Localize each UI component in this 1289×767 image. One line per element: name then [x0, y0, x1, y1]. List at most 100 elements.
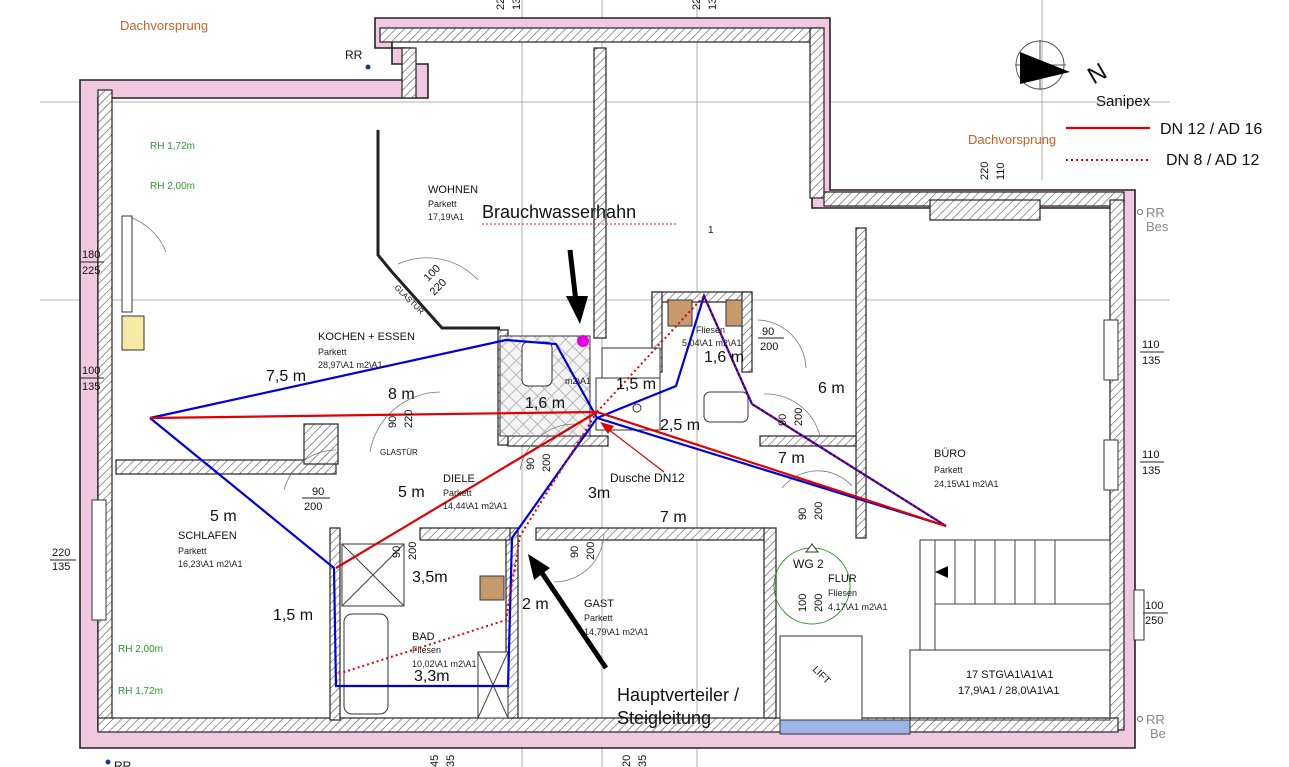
buero-wc-bath	[703, 391, 749, 423]
dachvorsprung-right: Dachvorsprung	[968, 132, 1056, 147]
wg2-label: WG 2	[793, 557, 824, 571]
lift-floor-hatch	[779, 719, 911, 735]
svg-text:90: 90	[777, 414, 789, 426]
wc-toilet	[521, 341, 553, 387]
windows	[91, 215, 1145, 641]
room-kochen: KOCHEN + ESSEN Parkett 28,97\A1 m2\A1	[318, 331, 415, 370]
room-buero: BÜRO Parkett 24,15\A1 m2\A1	[934, 448, 999, 489]
svg-text:90: 90	[312, 486, 324, 498]
svg-text:17 STG\A1\A1\A1: 17 STG\A1\A1\A1	[966, 669, 1053, 681]
svg-text:17,19\A1: 17,19\A1	[428, 212, 464, 222]
room-wc: Fliesen 5,04\A1 m2\A1	[682, 325, 742, 348]
legend-brand: Sanipex	[1096, 93, 1151, 110]
room-flur: FLUR Fliesen 4,17\A1 m2\A1	[828, 573, 888, 612]
bes-label-bottom: Be	[1150, 726, 1166, 741]
bad-cabinet	[479, 575, 505, 601]
svg-text:135: 135	[82, 381, 100, 393]
svg-text:28,97\A1 m2\A1: 28,97\A1 m2\A1	[318, 360, 383, 370]
svg-text:7 m: 7 m	[660, 509, 687, 526]
rh-200-top: RH 2,00m	[150, 181, 195, 192]
svg-text:Parkett: Parkett	[428, 199, 457, 209]
svg-text:KOCHEN + ESSEN: KOCHEN + ESSEN	[318, 331, 415, 343]
room-gast: GAST Parkett 14,79\A1 m2\A1	[584, 598, 649, 637]
svg-text:3,5m: 3,5m	[412, 569, 448, 586]
svg-text:35: 35	[637, 755, 649, 767]
svg-text:200: 200	[304, 501, 322, 513]
compass-icon	[1015, 40, 1070, 90]
floor-number: 1	[708, 225, 714, 236]
stairs-label: 17 STG\A1\A1\A1 17,9\A1 / 28,0\A1\A1	[958, 669, 1060, 697]
svg-text:7,5 m: 7,5 m	[266, 368, 306, 385]
svg-text:1,6 m: 1,6 m	[525, 395, 565, 412]
svg-text:135: 135	[1142, 355, 1160, 367]
brauchwasserhahn-label: Brauchwasserhahn	[482, 202, 636, 222]
glastuer-label-2: GLASTÜR	[380, 448, 418, 457]
svg-text:90: 90	[797, 508, 809, 520]
svg-text:200: 200	[760, 341, 778, 353]
svg-text:Parkett: Parkett	[443, 488, 472, 498]
svg-text:14,44\A1 m2\A1: 14,44\A1 m2\A1	[443, 501, 508, 511]
wc-cabinet-1	[667, 299, 693, 327]
stairs	[909, 539, 1111, 721]
wc-cabinet-2	[725, 299, 743, 327]
svg-text:GAST: GAST	[584, 598, 614, 610]
wg2-triangle-icon	[805, 543, 819, 553]
rr-dot-right-bottom	[1137, 716, 1143, 722]
svg-text:110: 110	[1142, 449, 1160, 461]
room-schlafen: SCHLAFEN Parkett 16,23\A1 m2\A1	[178, 530, 243, 569]
svg-text:180: 180	[82, 249, 100, 261]
svg-text:DIELE: DIELE	[443, 473, 475, 485]
rr-dot-top	[365, 64, 371, 70]
bad-bathtub	[343, 613, 389, 715]
svg-text:1,5 m: 1,5 m	[273, 607, 313, 624]
svg-text:Fliesen: Fliesen	[696, 325, 725, 335]
rr-dot-right-top	[1137, 209, 1143, 215]
svg-text:22: 22	[495, 0, 507, 10]
svg-text:90: 90	[387, 416, 399, 428]
pipe-red-dotted	[337, 159, 1150, 675]
svg-text:6 m: 6 m	[818, 380, 845, 397]
svg-text:WOHNEN: WOHNEN	[428, 184, 478, 196]
dachvorsprung-left: Dachvorsprung	[120, 18, 208, 33]
svg-text:BÜRO: BÜRO	[934, 448, 966, 460]
svg-text:1,5 m: 1,5 m	[616, 376, 656, 393]
svg-text:22: 22	[691, 0, 703, 10]
rh-200-bottom: RH 2,00m	[118, 644, 163, 655]
legend: N Sanipex DN 12 / AD 16 DN 8 / AD 12	[1083, 58, 1262, 169]
svg-text:20: 20	[621, 755, 633, 767]
svg-text:14,79\A1 m2\A1: 14,79\A1 m2\A1	[584, 627, 649, 637]
brauchwasserhahn-point	[577, 335, 589, 347]
svg-text:200: 200	[407, 542, 419, 560]
wohnen-angled-wall	[376, 130, 500, 330]
north-label: N	[1083, 58, 1112, 90]
room-diele: DIELE Parkett 14,44\A1 m2\A1	[443, 473, 508, 511]
svg-text:100: 100	[1145, 600, 1163, 612]
rr-dot-bottom	[105, 759, 111, 765]
svg-text:2,5 m: 2,5 m	[660, 417, 700, 434]
svg-text:13: 13	[707, 0, 719, 10]
legend-dotted-label: DN 8 / AD 12	[1166, 152, 1259, 169]
inner-walls	[97, 27, 1125, 733]
svg-text:1,6 m: 1,6 m	[704, 349, 744, 366]
dusche-arrow	[600, 422, 665, 473]
rh-172-top: RH 1,72m	[150, 141, 195, 152]
svg-text:BAD: BAD	[412, 631, 435, 643]
svg-text:Parkett: Parkett	[934, 465, 963, 475]
svg-text:45: 45	[429, 755, 441, 767]
door-arcs	[125, 215, 853, 583]
svg-text:5 m: 5 m	[398, 484, 425, 501]
svg-text:135: 135	[1142, 465, 1160, 477]
svg-text:35: 35	[445, 755, 457, 767]
svg-text:90: 90	[525, 458, 537, 470]
rr-label-right-top: RR	[1146, 205, 1165, 220]
svg-text:220: 220	[403, 410, 415, 428]
room-wohnen: WOHNEN Parkett 17,19\A1	[428, 184, 478, 222]
pipe-measurements: 7,5 m 8 m 1,6 m 1,5 m 1,6 m 6 m 2,5 m 7 …	[210, 349, 845, 685]
svg-text:3m: 3m	[588, 485, 610, 502]
svg-text:10,02\A1 m2\A1: 10,02\A1 m2\A1	[412, 659, 477, 669]
svg-text:Parkett: Parkett	[584, 613, 613, 623]
pipe-red-solid	[149, 126, 1150, 569]
svg-text:24,15\A1 m2\A1: 24,15\A1 m2\A1	[934, 479, 999, 489]
dim-labels: 180 225 100 135 220 135 110 135 110 135 …	[50, 0, 1168, 767]
